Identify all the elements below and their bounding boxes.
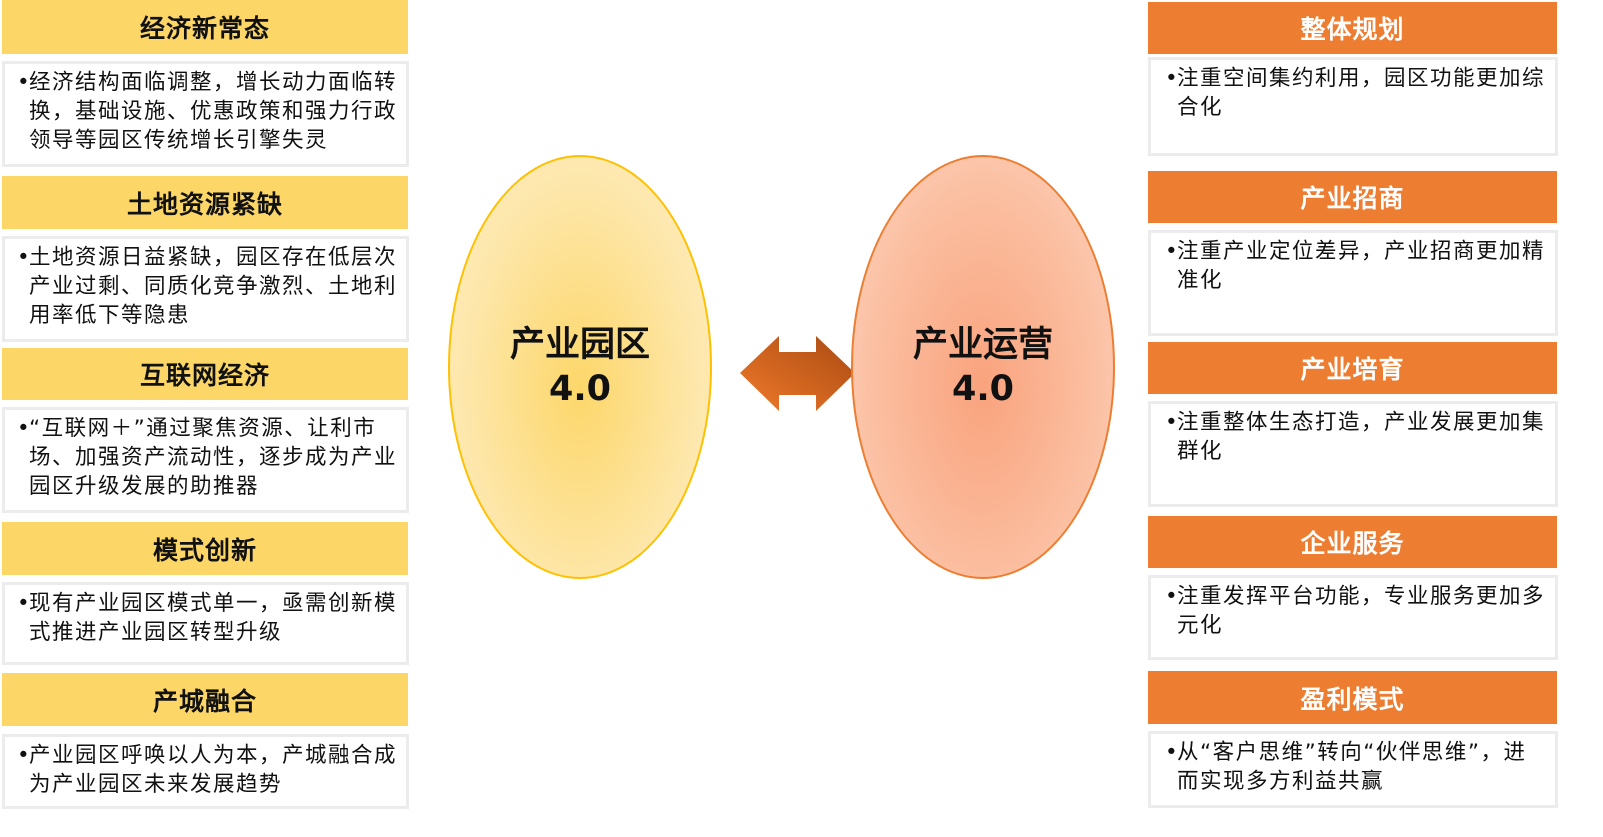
right-text-4: 从“客户思维”转向“伙伴思维”，进而实现多方利益共赢 — [1177, 740, 1527, 794]
right-header-4: 盈利模式 — [1148, 671, 1557, 724]
left-header-4: 产城融合 — [2, 673, 408, 726]
industrial-operation-title: 产业运营 — [912, 325, 1053, 365]
right-text-3: 注重发挥平台功能，专业服务更加多元化 — [1177, 584, 1546, 638]
industrial-park-title: 产业园区 — [509, 325, 650, 365]
left-body-0: •经济结构面临调整，增长动力面临转换，基础设施、优惠政策和强力行政领导等园区传统… — [2, 61, 409, 167]
left-text-4: 产业园区呼唤以人为本，产城融合成为产业园区未来发展趋势 — [29, 743, 398, 797]
left-text-0: 经济结构面临调整，增长动力面临转换，基础设施、优惠政策和强力行政领导等园区传统增… — [29, 70, 398, 153]
right-text-0: 注重空间集约利用，园区功能更加综合化 — [1177, 66, 1546, 120]
industrial-park-ellipse: 产业园区 4.0 — [448, 155, 712, 579]
left-header-0: 经济新常态 — [2, 0, 408, 54]
left-text-1: 土地资源日益紧缺，园区存在低层次产业过剩、同质化竞争激烈、土地利用率低下等隐患 — [29, 245, 398, 328]
left-text-2: “互联网＋”通过聚焦资源、让利市场、加强资产流动性，逐步成为产业园区升级发展的助… — [29, 416, 398, 499]
left-body-2: •“互联网＋”通过聚焦资源、让利市场、加强资产流动性，逐步成为产业园区升级发展的… — [2, 407, 409, 513]
right-text-2: 注重整体生态打造，产业发展更加集群化 — [1177, 410, 1546, 464]
industrial-operation-version: 4.0 — [951, 369, 1014, 409]
left-header-1: 土地资源紧缺 — [2, 176, 408, 229]
right-body-4: •从“客户思维”转向“伙伴思维”，进而实现多方利益共赢 — [1148, 731, 1558, 808]
left-body-4: •产业园区呼唤以人为本，产城融合成为产业园区未来发展趋势 — [2, 734, 409, 809]
right-body-0: •注重空间集约利用，园区功能更加综合化 — [1148, 57, 1558, 156]
left-body-3: •现有产业园区模式单一，亟需创新模式推进产业园区转型升级 — [2, 582, 409, 665]
left-body-1: •土地资源日益紧缺，园区存在低层次产业过剩、同质化竞争激烈、土地利用率低下等隐患 — [2, 236, 409, 342]
left-header-3: 模式创新 — [2, 522, 408, 575]
double-arrow-icon — [740, 336, 855, 411]
industrial-operation-ellipse: 产业运营 4.0 — [851, 155, 1115, 579]
right-header-2: 产业培育 — [1148, 342, 1557, 394]
right-body-1: •注重产业定位差异，产业招商更加精准化 — [1148, 230, 1558, 336]
left-header-2: 互联网经济 — [2, 348, 408, 400]
right-body-3: •注重发挥平台功能，专业服务更加多元化 — [1148, 575, 1558, 660]
industrial-park-version: 4.0 — [548, 369, 611, 409]
left-text-3: 现有产业园区模式单一，亟需创新模式推进产业园区转型升级 — [29, 591, 398, 645]
right-header-3: 企业服务 — [1148, 516, 1557, 568]
right-header-0: 整体规划 — [1148, 2, 1557, 54]
right-text-1: 注重产业定位差异，产业招商更加精准化 — [1177, 239, 1546, 293]
right-header-1: 产业招商 — [1148, 171, 1557, 223]
right-body-2: •注重整体生态打造，产业发展更加集群化 — [1148, 401, 1558, 507]
